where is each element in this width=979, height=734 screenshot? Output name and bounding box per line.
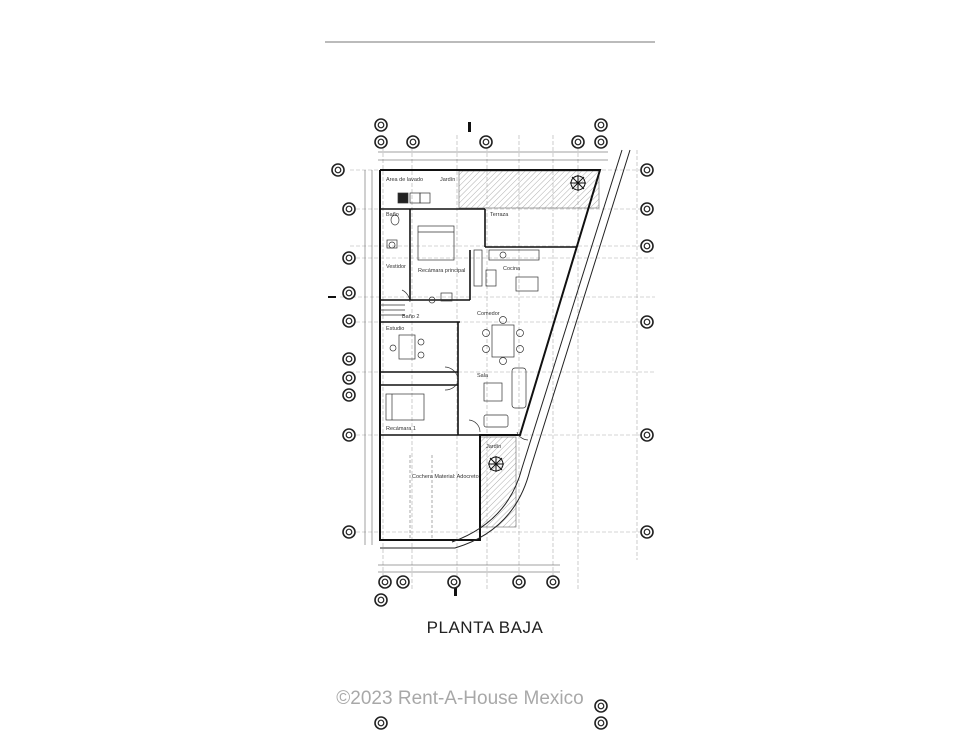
- label-cocina: Cocina: [503, 266, 521, 272]
- interior-walls: [380, 208, 576, 436]
- room-labels: Area de lavado Jardín Terraza Baño Recám…: [386, 177, 521, 480]
- watermark-text: ©2023 Rent-A-House Mexico: [336, 688, 584, 709]
- garage-lines: [409, 455, 433, 540]
- dimension-lines: [364, 151, 608, 573]
- tree-top: [570, 175, 586, 191]
- label-cochera: Cochera Material: Adocreto: [412, 474, 479, 480]
- label-sala: Sala: [477, 373, 489, 379]
- label-vestidor: Vestidor: [386, 264, 406, 270]
- label-bano: Baño: [386, 212, 399, 218]
- plan-title: PLANTA BAJA: [426, 618, 544, 637]
- top-divider: [325, 41, 655, 43]
- tree-bottom: [488, 456, 504, 472]
- label-area-lavado: Area de lavado: [386, 177, 423, 183]
- section-marks: [328, 122, 471, 596]
- label-recamara-1: Recámara 1: [386, 426, 416, 432]
- label-bano-2: Baño 2: [402, 314, 419, 320]
- furniture: [380, 192, 540, 441]
- label-comedor: Comedor: [477, 311, 500, 317]
- label-recamara-principal: Recámara principal: [418, 268, 465, 274]
- label-terraza: Terraza: [490, 212, 509, 218]
- lot-boundary: [380, 149, 631, 549]
- label-jardin-bottom: Jardín: [486, 444, 501, 450]
- label-estudio: Estudio: [386, 326, 404, 332]
- label-jardin-top: Jardín: [440, 177, 455, 183]
